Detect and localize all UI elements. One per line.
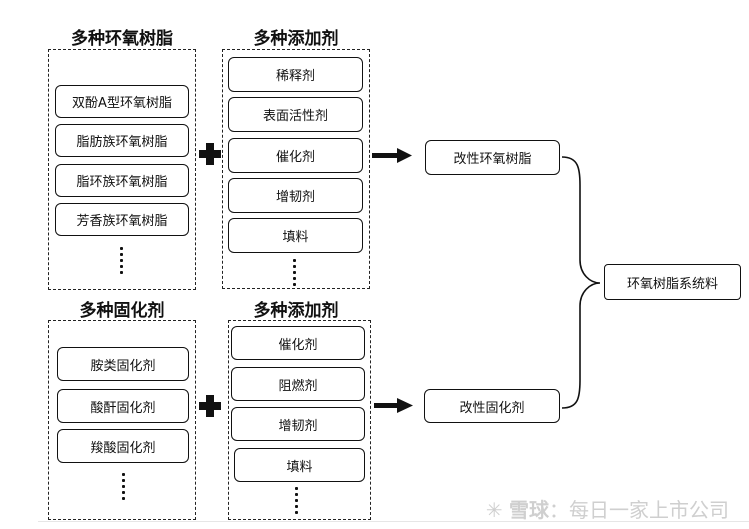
additive-top-item-surfactant: 表面活性剂 bbox=[228, 97, 363, 132]
additives-bottom-group bbox=[228, 320, 371, 520]
additive-bottom-item-flame-retardant: 阻燃剂 bbox=[231, 367, 365, 401]
additive-top-item-diluent: 稀释剂 bbox=[228, 57, 363, 92]
snowball-logo-icon: ✳ bbox=[485, 498, 503, 522]
resins-more-dots bbox=[118, 247, 124, 274]
plus-icon bbox=[199, 395, 221, 417]
resin-item-aromatic: 芳香族环氧树脂 bbox=[55, 203, 189, 236]
epoxy-system-box: 环氧树脂系统料 bbox=[604, 264, 741, 300]
additive-top-item-toughener: 增韧剂 bbox=[228, 178, 363, 213]
additives-bottom-more-dots bbox=[293, 487, 299, 514]
curing-item-anhydride: 酸酐固化剂 bbox=[57, 389, 189, 423]
curing-item-amine: 胺类固化剂 bbox=[57, 347, 189, 381]
modified-curing-agent-box: 改性固化剂 bbox=[424, 389, 560, 423]
additive-bottom-item-catalyst: 催化剂 bbox=[231, 326, 365, 360]
footer-divider bbox=[38, 521, 749, 522]
arrow-icon bbox=[372, 148, 412, 163]
curing-agents-more-dots bbox=[120, 473, 126, 500]
resin-item-aliphatic: 脂肪族环氧树脂 bbox=[55, 124, 189, 157]
watermark-logo-text: 雪球 bbox=[509, 498, 549, 522]
curing-item-carboxylic: 羧酸固化剂 bbox=[57, 429, 189, 463]
additive-bottom-item-toughener: 增韧剂 bbox=[231, 407, 365, 441]
resins-group bbox=[48, 49, 196, 290]
plus-icon bbox=[199, 143, 221, 165]
additives-top-more-dots bbox=[291, 259, 297, 286]
resins-group-title: 多种环氧树脂 bbox=[71, 29, 173, 49]
watermark-text: ：每日一家上市公司 bbox=[549, 498, 729, 522]
additive-bottom-item-filler: 填料 bbox=[234, 448, 365, 482]
additive-top-item-catalyst: 催化剂 bbox=[228, 138, 363, 173]
additives-top-group bbox=[222, 49, 370, 289]
additives-top-group-title: 多种添加剂 bbox=[253, 29, 339, 49]
curing-agents-group bbox=[48, 320, 196, 520]
brace-icon bbox=[561, 156, 601, 409]
curing-agents-group-title: 多种固化剂 bbox=[79, 301, 165, 321]
additive-top-item-filler: 填料 bbox=[228, 218, 363, 253]
additives-bottom-group-title: 多种添加剂 bbox=[253, 301, 339, 321]
resin-item-cycloaliphatic: 脂环族环氧树脂 bbox=[55, 164, 189, 197]
resin-item-bisphenol-a: 双酚A型环氧树脂 bbox=[55, 85, 189, 118]
arrow-icon bbox=[374, 398, 413, 413]
watermark: ✳ 雪球：每日一家上市公司 bbox=[486, 494, 729, 523]
modified-resin-box: 改性环氧树脂 bbox=[425, 140, 560, 175]
